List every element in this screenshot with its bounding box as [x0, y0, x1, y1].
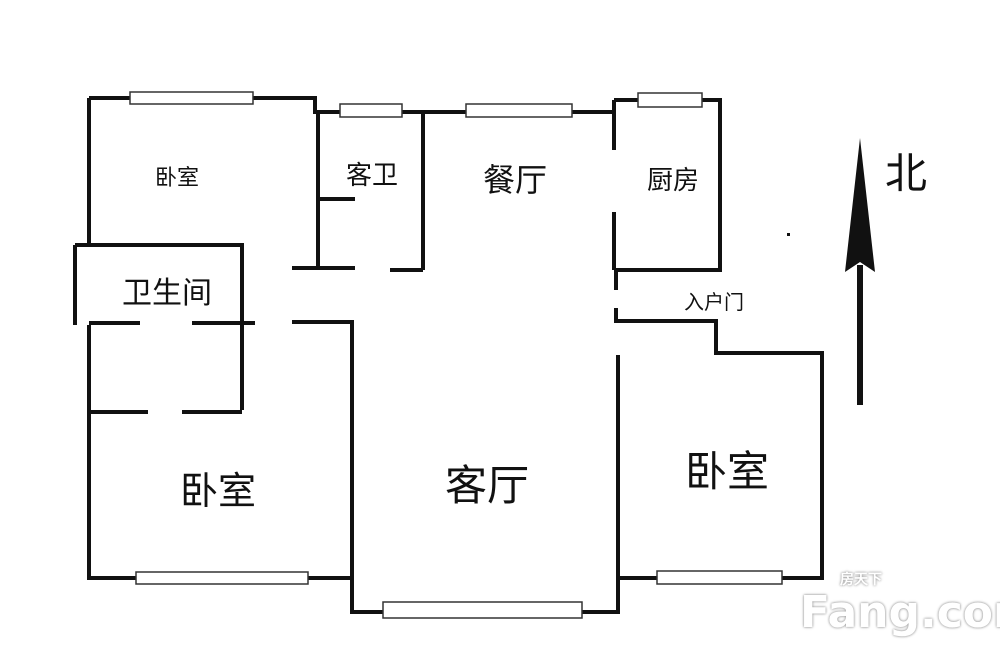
watermark-brand: Fang.com	[800, 587, 1000, 638]
window	[382, 601, 583, 619]
room-label-bathroom: 卫生间	[122, 276, 212, 311]
room-label-entry-door: 入户门	[684, 290, 744, 314]
north-arrow-icon	[845, 138, 875, 405]
watermark-logo: 房天下 Fang.com	[800, 572, 1000, 638]
window	[135, 571, 309, 585]
room-label-bedroom-e: 卧室	[685, 447, 770, 496]
window	[637, 92, 703, 108]
room-label-dining: 餐厅	[483, 161, 548, 199]
window	[339, 103, 403, 118]
room-label-living: 客厅	[445, 461, 530, 510]
room-label-kitchen: 厨房	[647, 166, 700, 196]
room-label-bedroom-sw: 卧室	[180, 469, 257, 513]
window	[465, 103, 573, 118]
compass-north-label: 北	[885, 149, 928, 198]
room-label-guest-bath: 客卫	[346, 161, 399, 191]
room-label-bedroom-nw: 卧室	[155, 166, 200, 191]
watermark-cn: 房天下	[840, 572, 882, 588]
window	[656, 570, 783, 585]
window	[129, 91, 254, 105]
